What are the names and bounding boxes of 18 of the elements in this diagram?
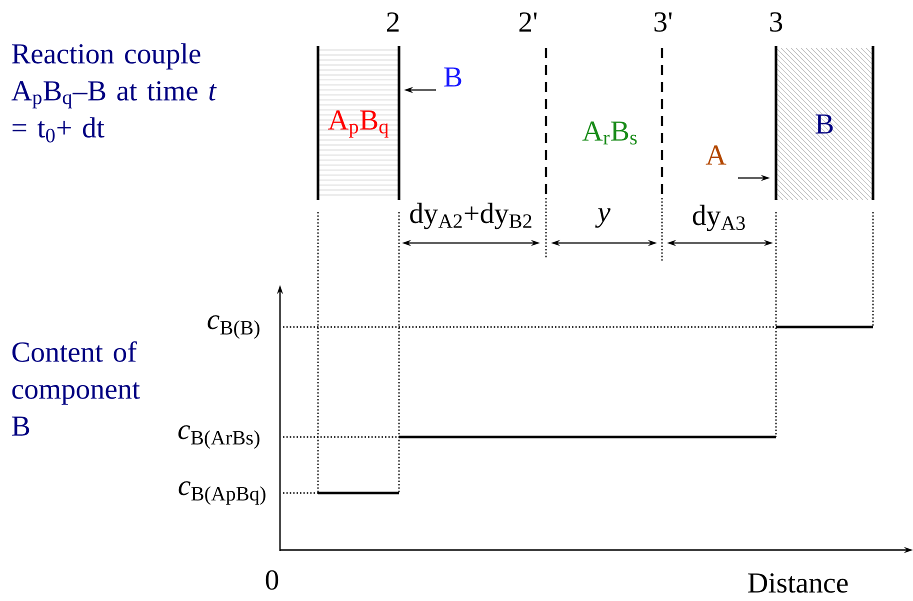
phase-label: A$_{r}$B$_{s}$ xyxy=(582,121,637,145)
interface-number: 2' xyxy=(519,12,537,32)
description-text: Reaction couple A$_{p}$B$_{q}$–B at time t = t$_{0}$+ dt xyxy=(12,43,217,142)
layer-box: A$_{p}$B$_{q}$ xyxy=(316,46,400,200)
axis-label: c$_{B(ApBq)}$ xyxy=(178,481,266,505)
layer-box: B xyxy=(774,46,874,200)
axis-label: 0 xyxy=(266,570,278,590)
axis-label: Distance xyxy=(748,573,848,593)
dimension-label: y xyxy=(595,208,610,228)
interface-number: 3' xyxy=(654,12,672,32)
dimension-label: dy$_{A2}$+dy$_{B2}$ xyxy=(410,202,532,230)
axis-label: c$_{B(ArBs)}$ xyxy=(178,425,260,449)
species-label: A xyxy=(706,145,726,165)
description-text: Content of component B xyxy=(12,341,140,436)
interface-number: 3 xyxy=(770,12,782,32)
species-label: B xyxy=(444,67,462,87)
axis-label: c$_{B(B)}$ xyxy=(208,315,260,339)
dimension-label: dy$_{A3}$ xyxy=(692,204,745,232)
